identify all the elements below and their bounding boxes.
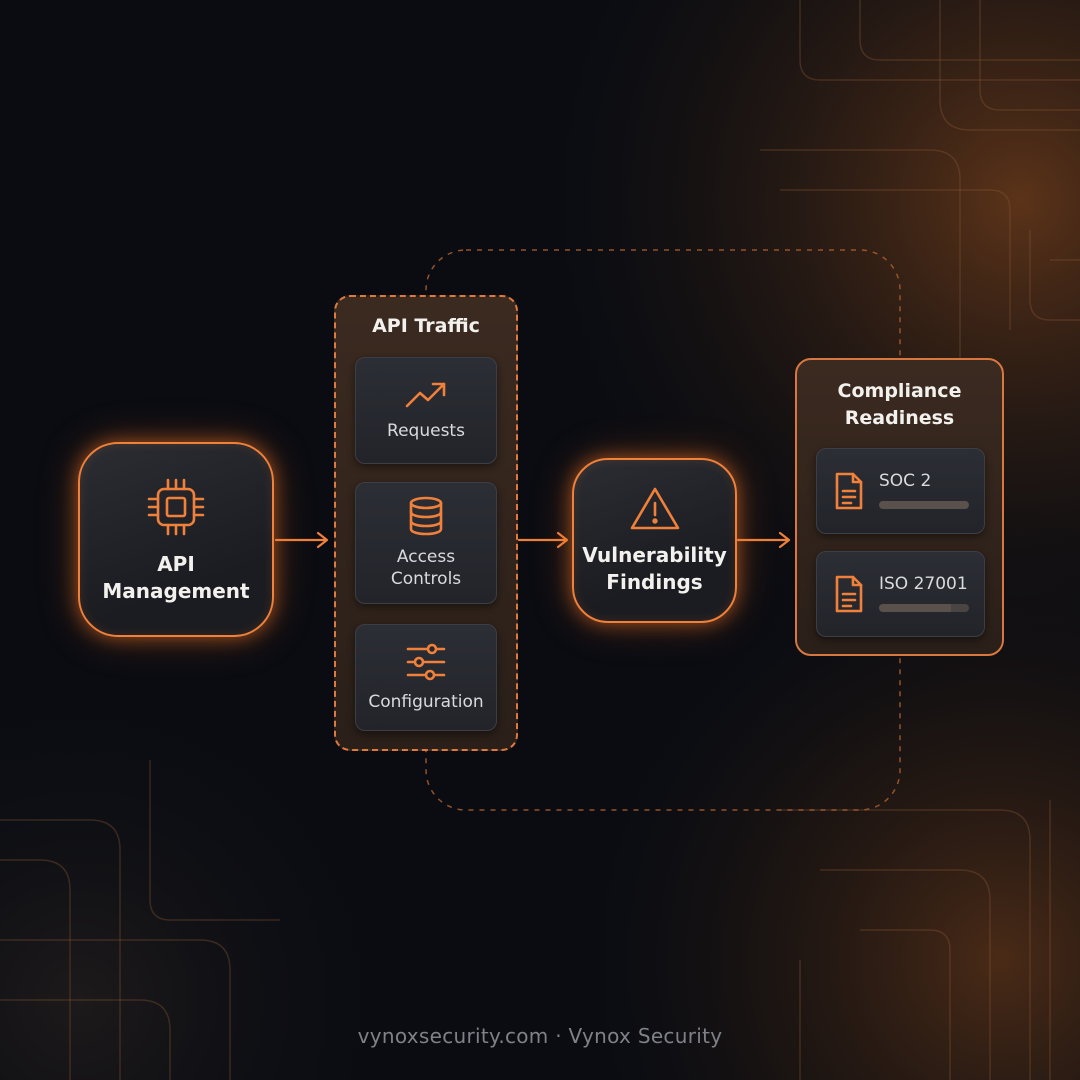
arrow-vuln-to-compliance xyxy=(736,531,791,549)
node-label-line2: Management xyxy=(102,578,250,603)
group-title-line1: Compliance xyxy=(837,380,962,402)
node-label-line1: API xyxy=(157,551,195,576)
footer-text: vynoxsecurity.com · Vynox Security xyxy=(357,1024,723,1048)
item-label: SOC 2 xyxy=(879,471,932,491)
trending-up-icon xyxy=(405,382,446,407)
arrow-api-to-traffic xyxy=(274,531,329,549)
group-compliance-readiness: Compliance Readiness SOC 2 ISO 27001 xyxy=(795,358,1004,656)
warning-triangle-icon xyxy=(630,487,679,529)
compliance-item-iso27001: ISO 27001 xyxy=(816,551,985,637)
traffic-item-requests: Requests xyxy=(355,357,497,464)
arrow-traffic-to-vuln xyxy=(517,531,569,549)
node-vulnerability-findings: Vulnerability Findings xyxy=(572,458,737,623)
item-label: ISO 27001 xyxy=(879,574,968,594)
progress-bar xyxy=(879,604,969,612)
item-label-line1: Access xyxy=(396,547,456,567)
traffic-item-configuration: Configuration xyxy=(355,624,497,731)
item-label: Configuration xyxy=(368,691,484,712)
node-label-line1: Vulnerability xyxy=(582,542,727,567)
group-title: API Traffic xyxy=(372,315,480,337)
database-icon xyxy=(409,496,443,536)
node-label-line2: Findings xyxy=(606,569,703,594)
compliance-item-soc2: SOC 2 xyxy=(816,448,985,534)
traffic-item-access-controls: Access Controls xyxy=(355,482,497,604)
document-icon xyxy=(835,472,863,510)
document-icon xyxy=(835,575,863,613)
group-title-line2: Readiness xyxy=(844,407,955,429)
cpu-chip-icon xyxy=(147,478,205,535)
progress-fill xyxy=(879,501,969,509)
progress-fill xyxy=(879,604,951,612)
sliders-icon xyxy=(406,643,446,680)
item-label-line2: Controls xyxy=(390,569,462,589)
node-api-management: API Management xyxy=(78,442,274,637)
progress-bar xyxy=(879,501,969,509)
item-label: Requests xyxy=(387,420,465,441)
group-api-traffic: API Traffic Requests Access Controls xyxy=(334,295,518,751)
connector-arrows xyxy=(274,531,791,549)
